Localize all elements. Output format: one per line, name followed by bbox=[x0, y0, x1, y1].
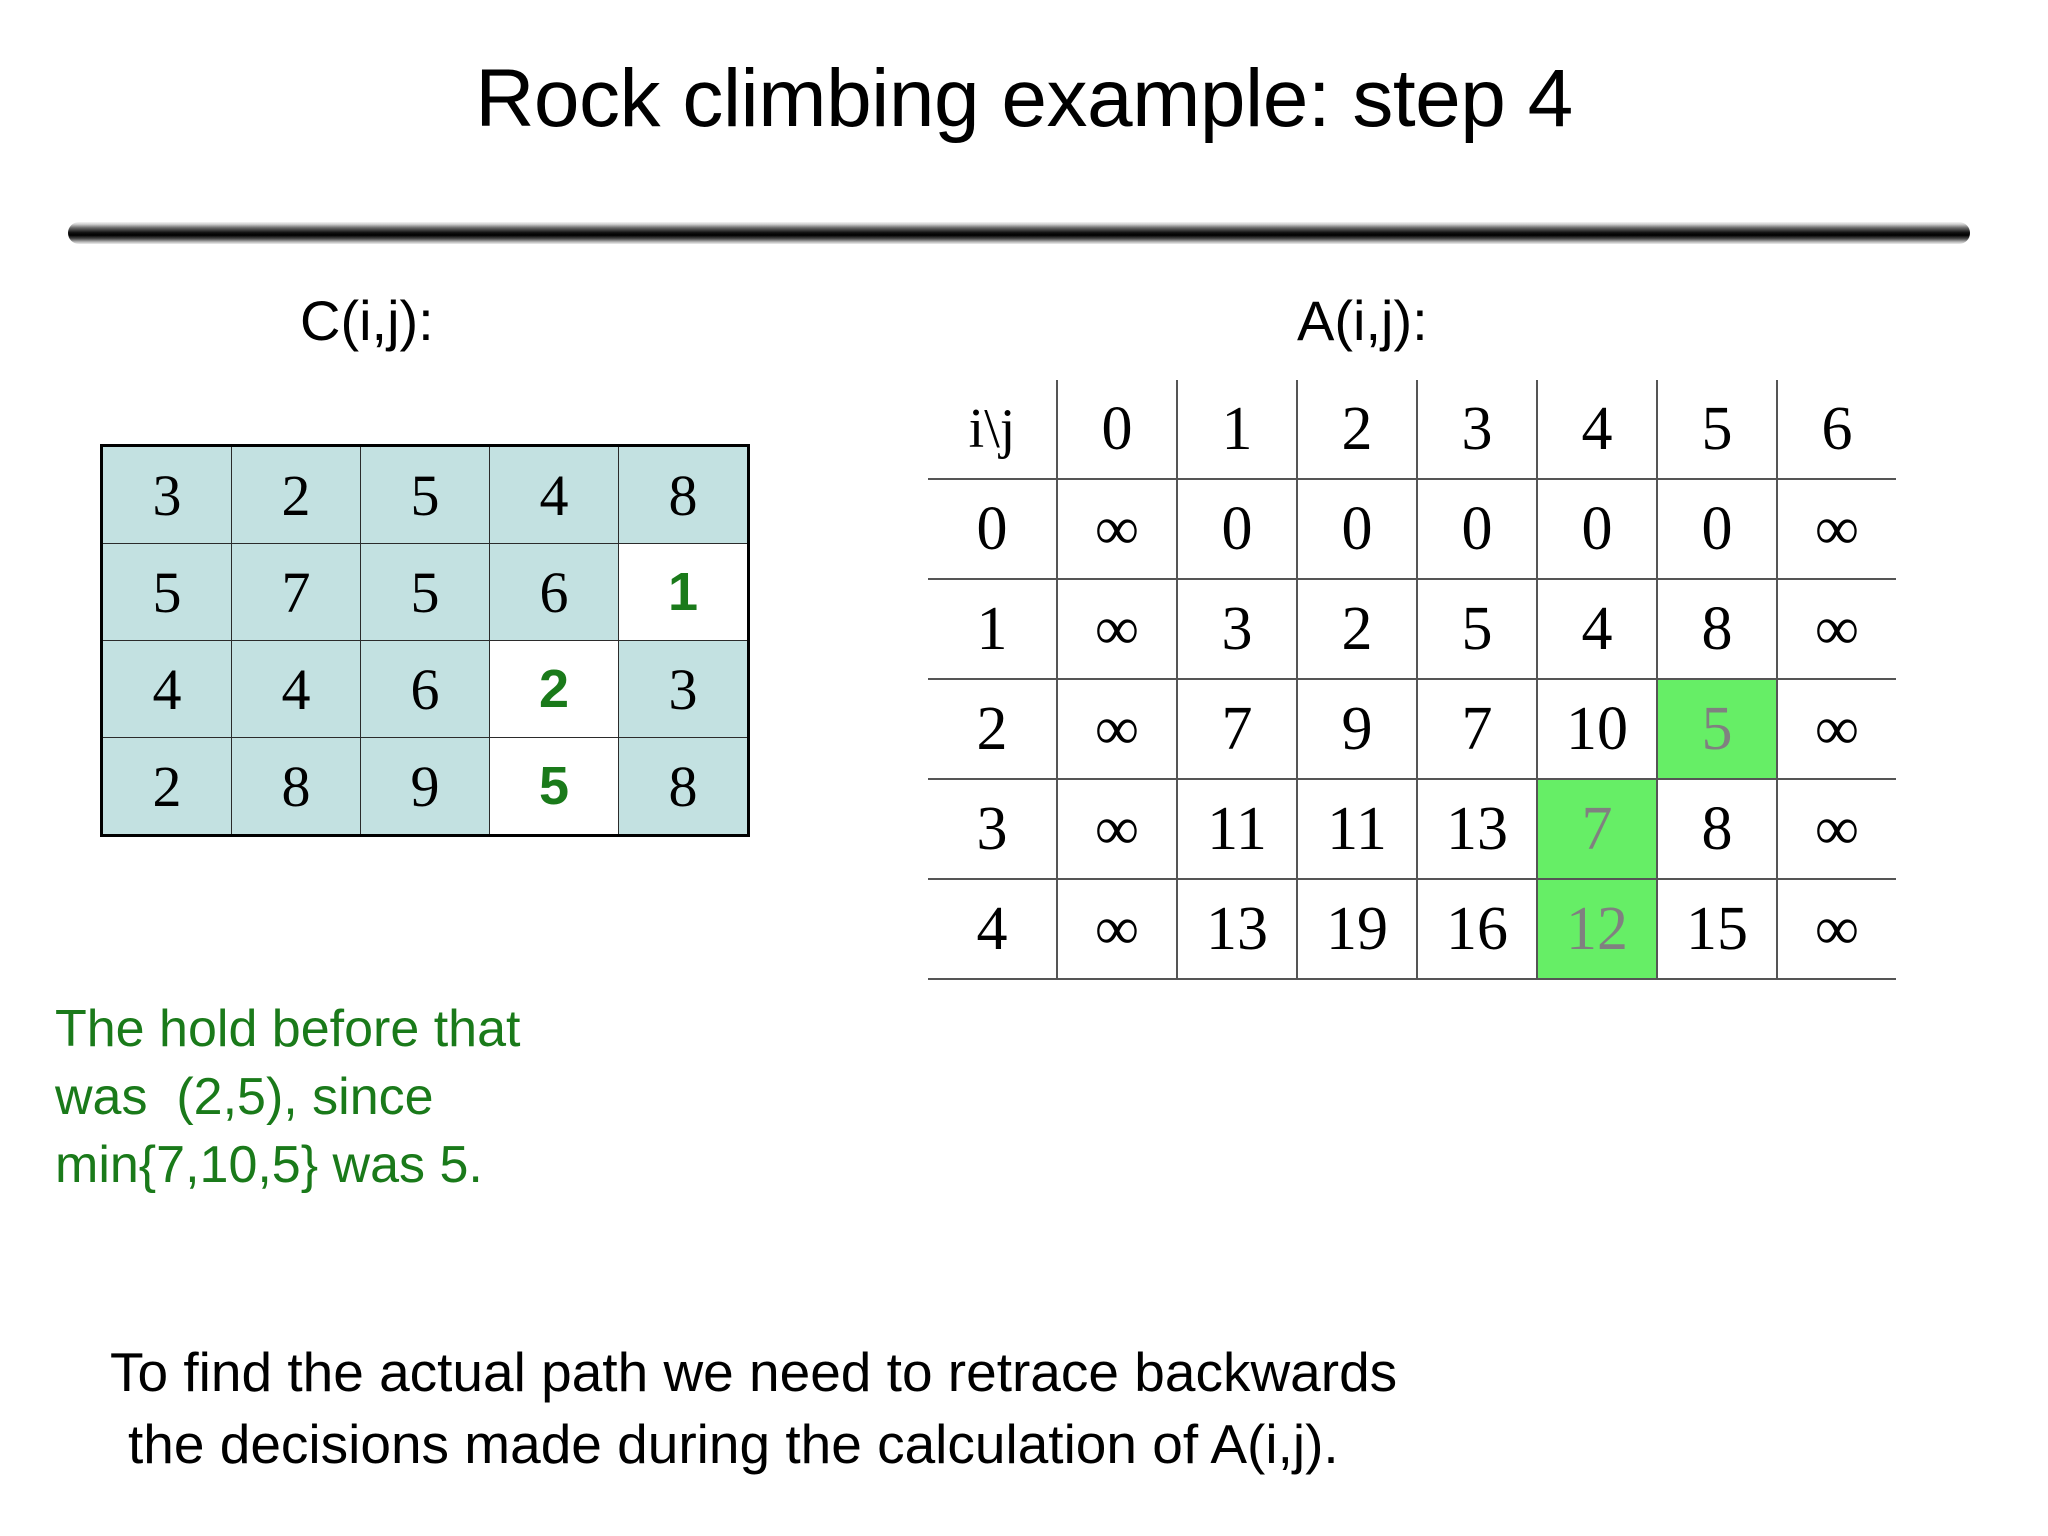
a-table-row-header: 2 bbox=[928, 678, 1058, 780]
c-cell: 5 bbox=[101, 543, 232, 641]
a-cell: ∞ bbox=[1056, 778, 1178, 880]
a-table-col-header: 5 bbox=[1656, 380, 1778, 480]
a-cell: 10 bbox=[1536, 678, 1658, 780]
a-cell: 0 bbox=[1296, 478, 1418, 580]
page-title: Rock climbing example: step 4 bbox=[475, 53, 1573, 144]
bottom-explanation-note: To find the actual path we need to retra… bbox=[110, 1336, 1940, 1480]
c-cell: 3 bbox=[618, 640, 749, 738]
a-cell: ∞ bbox=[1776, 778, 1896, 880]
a-cell: 13 bbox=[1176, 878, 1298, 980]
a-cell: 8 bbox=[1656, 578, 1778, 680]
a-cell: 19 bbox=[1296, 878, 1418, 980]
a-cell: 5 bbox=[1416, 578, 1538, 680]
c-cell: 9 bbox=[360, 737, 490, 836]
c-cell: 6 bbox=[489, 543, 619, 641]
bottom-note-line-2: the decisions made during the calculatio… bbox=[128, 1413, 1339, 1475]
a-cell: ∞ bbox=[1056, 878, 1178, 980]
green-explanation-note: The hold before that was (2,5), since mi… bbox=[55, 995, 695, 1199]
a-cell: 3 bbox=[1176, 578, 1298, 680]
c-cell: 2 bbox=[101, 737, 232, 836]
a-table-col-header: 6 bbox=[1776, 380, 1896, 480]
a-cell: 0 bbox=[1176, 478, 1298, 580]
c-cell: 8 bbox=[618, 737, 749, 836]
a-cell-highlighted: 12 bbox=[1536, 878, 1658, 980]
c-cell: 4 bbox=[101, 640, 232, 738]
c-cell: 8 bbox=[231, 737, 361, 836]
a-cell: 11 bbox=[1176, 778, 1298, 880]
a-cell: 0 bbox=[1536, 478, 1658, 580]
c-cell-path-marked: 2 bbox=[489, 640, 619, 738]
a-cell: 0 bbox=[1416, 478, 1538, 580]
a-table-row-header: 4 bbox=[928, 878, 1058, 980]
green-note-line-1: The hold before that bbox=[55, 1000, 521, 1058]
title-divider-rule bbox=[68, 222, 1970, 244]
green-note-line-3: min{7,10,5} was 5. bbox=[55, 1136, 483, 1194]
a-cell: 4 bbox=[1536, 578, 1658, 680]
a-cell: 8 bbox=[1656, 778, 1778, 880]
a-table-row-header: 3 bbox=[928, 778, 1058, 880]
a-cell: ∞ bbox=[1776, 578, 1896, 680]
a-cell: ∞ bbox=[1776, 678, 1896, 780]
c-cell: 5 bbox=[360, 543, 490, 641]
a-table-row-header: 1 bbox=[928, 578, 1058, 680]
a-table-col-header: 0 bbox=[1056, 380, 1178, 480]
a-cell: ∞ bbox=[1056, 678, 1178, 780]
a-table-col-header: 3 bbox=[1416, 380, 1538, 480]
a-cell-highlighted: 5 bbox=[1656, 678, 1778, 780]
a-table-caption: A(i,j): bbox=[1297, 289, 1428, 352]
a-cell: ∞ bbox=[1776, 878, 1896, 980]
c-cell: 7 bbox=[231, 543, 361, 641]
a-table-col-header: 2 bbox=[1296, 380, 1418, 480]
c-cell: 2 bbox=[231, 445, 361, 544]
a-cell: 15 bbox=[1656, 878, 1778, 980]
c-cell: 4 bbox=[489, 445, 619, 544]
c-cell: 5 bbox=[360, 445, 490, 544]
c-cell: 4 bbox=[231, 640, 361, 738]
a-cell: ∞ bbox=[1056, 578, 1178, 680]
a-table-col-header: 1 bbox=[1176, 380, 1298, 480]
c-cell: 3 bbox=[101, 445, 232, 544]
c-cell: 6 bbox=[360, 640, 490, 738]
bottom-note-line-1: To find the actual path we need to retra… bbox=[110, 1341, 1398, 1403]
a-cell: 16 bbox=[1416, 878, 1538, 980]
c-cell-path-marked: 1 bbox=[618, 543, 749, 641]
a-cell: 7 bbox=[1416, 678, 1538, 780]
a-table-row-header: 0 bbox=[928, 478, 1058, 580]
a-cell: 2 bbox=[1296, 578, 1418, 680]
a-table-col-header: 4 bbox=[1536, 380, 1658, 480]
a-cell: 7 bbox=[1176, 678, 1298, 780]
c-cell-path-marked: 5 bbox=[489, 737, 619, 836]
a-cell: 9 bbox=[1296, 678, 1418, 780]
a-cell: ∞ bbox=[1056, 478, 1178, 580]
a-cell: ∞ bbox=[1776, 478, 1896, 580]
c-table-caption: C(i,j): bbox=[300, 289, 434, 352]
a-cell-highlighted: 7 bbox=[1536, 778, 1658, 880]
a-cell: 13 bbox=[1416, 778, 1538, 880]
a-cell: 11 bbox=[1296, 778, 1418, 880]
c-cell: 8 bbox=[618, 445, 749, 544]
a-cell: 0 bbox=[1656, 478, 1778, 580]
green-note-line-2: was (2,5), since bbox=[55, 1068, 434, 1126]
a-table-corner-label: i\j bbox=[928, 380, 1058, 480]
